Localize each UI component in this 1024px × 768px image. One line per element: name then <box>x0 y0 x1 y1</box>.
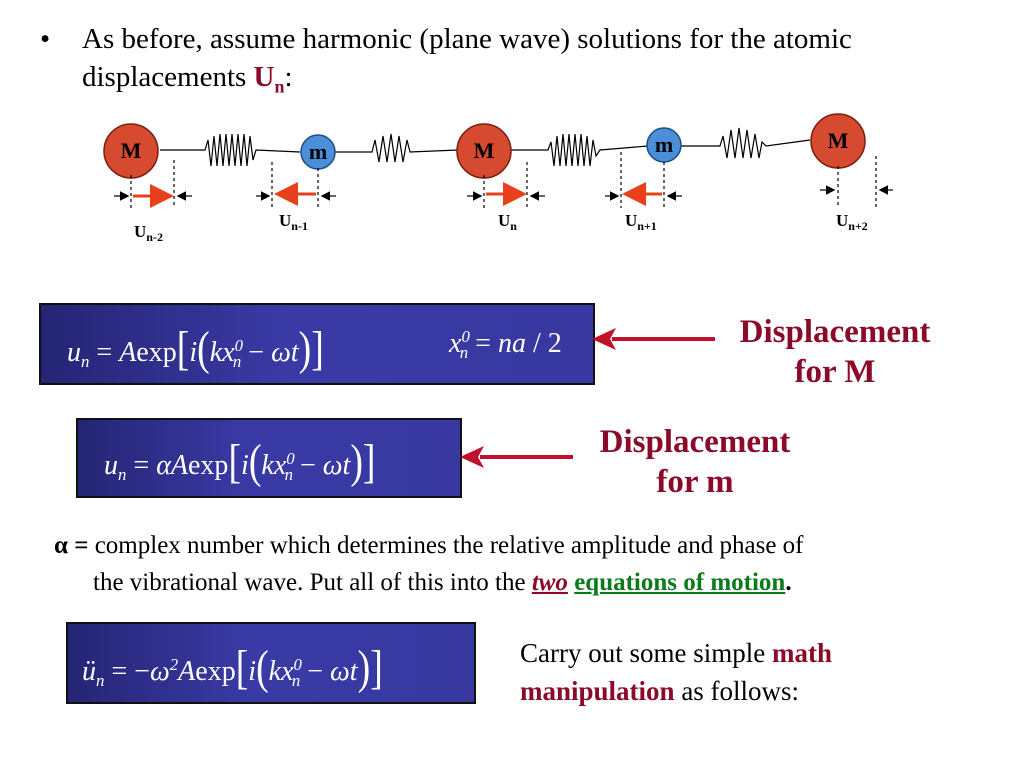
equation-big-mass: un = Aexp[i(kx0n − ωt)] x0n = na / 2 <box>39 303 595 385</box>
mass-2: m <box>300 134 336 170</box>
mass-1: M <box>103 123 159 179</box>
arrow-to-eq1 <box>592 328 715 350</box>
alpha-symbol: α = <box>54 532 89 559</box>
intro-var: Un <box>253 61 285 97</box>
svg-text:Un: Un <box>498 211 517 233</box>
equation-small-mass: un = αAexp[i(kx0n − ωt)] <box>76 418 462 498</box>
label-displacement-m: Displacement for m <box>599 424 791 500</box>
label-displacement-M: Displacement for M <box>739 314 931 390</box>
svg-text:Un-2: Un-2 <box>134 222 163 244</box>
alpha-equations-of-motion: equations of motion <box>574 569 786 596</box>
svg-text:M: M <box>828 128 849 153</box>
svg-text:m: m <box>309 139 327 164</box>
alpha-text-2: the vibrational wave. Put all of this in… <box>93 569 526 596</box>
svg-text:Un+2: Un+2 <box>836 211 868 233</box>
intro-sentence: As before, assume harmonic (plane wave) … <box>82 23 852 93</box>
mass-4: m <box>646 127 682 163</box>
bullet-dot: • <box>40 23 51 55</box>
displacement-labels: Un-2 Un-1 Un Un+1 Un+2 <box>134 211 868 244</box>
displacement-arrows <box>114 182 893 208</box>
springs <box>160 127 811 167</box>
diatomic-chain-diagram: M m M m M <box>103 113 893 244</box>
svg-text:m: m <box>655 132 673 157</box>
reference-lines <box>130 152 877 208</box>
svg-text:M: M <box>474 138 495 163</box>
intro-colon: : <box>284 61 293 93</box>
arrow-to-eq2 <box>460 446 573 468</box>
svg-text:M: M <box>121 138 142 163</box>
alpha-text-1: complex number which determines the rela… <box>94 532 804 559</box>
mass-5: M <box>810 113 866 169</box>
intro-text: As before, assume harmonic (plane wave) … <box>82 20 1012 105</box>
svg-text:Un+1: Un+1 <box>625 211 657 233</box>
alpha-two: two <box>531 569 568 596</box>
carry-out-text: Carry out some simple math manipulation … <box>520 638 832 706</box>
alpha-note: α = complex number which determines the … <box>54 532 804 596</box>
equation-acceleration: ün = −ω2Aexp[i(kx0n − ωt)] <box>66 622 476 704</box>
svg-text:Un-1: Un-1 <box>279 211 308 233</box>
mass-3: M <box>456 123 512 179</box>
